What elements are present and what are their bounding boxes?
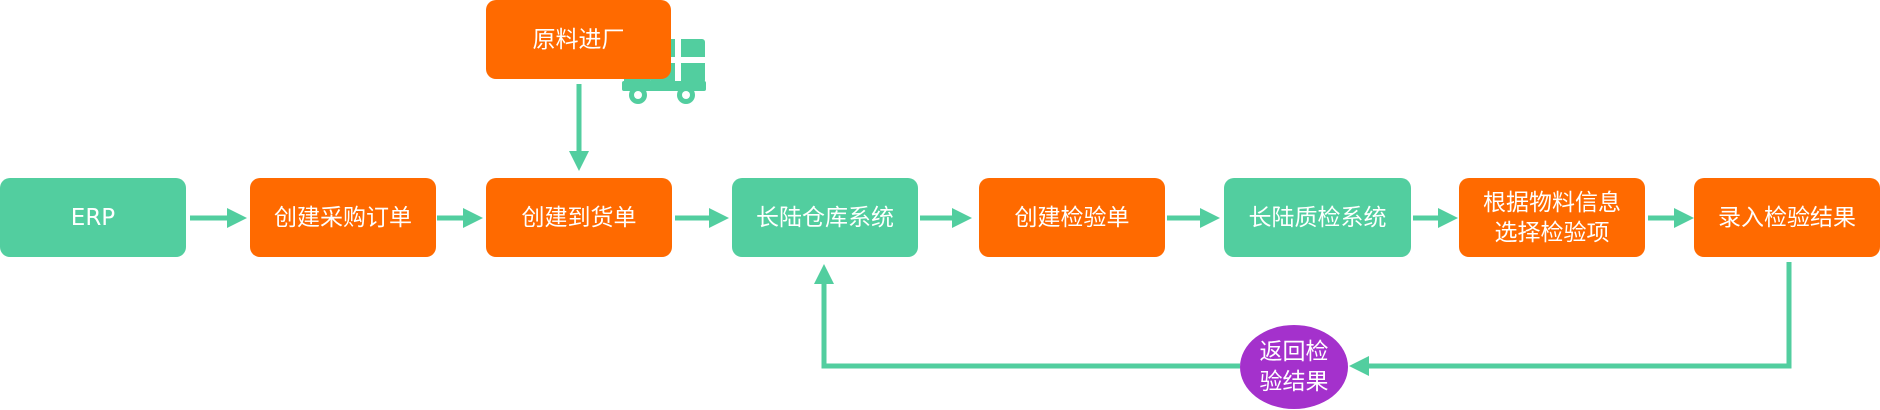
arrow-return-to-warehouse [814, 264, 1240, 369]
node-create-inspection: 创建检验单 [979, 178, 1165, 257]
node-return-results-label: 返回检 验结果 [1259, 339, 1329, 395]
node-select-items-label: 根据物料信息 选择检验项 [1483, 189, 1621, 246]
node-quality-system-label: 长陆质检系统 [1248, 204, 1387, 231]
node-create-po: 创建采购订单 [250, 178, 436, 257]
node-select-items: 根据物料信息 选择检验项 [1459, 178, 1645, 257]
node-erp-label: ERP [70, 204, 116, 231]
node-create-arrival: 创建到货单 [486, 178, 672, 257]
node-create-arrival-label: 创建到货单 [521, 204, 637, 231]
node-erp: ERP [0, 178, 186, 257]
node-raw-material-label: 原料进厂 [532, 26, 625, 53]
node-return-results: 返回检 验结果 [1240, 325, 1348, 409]
node-enter-results-label: 录入检验结果 [1718, 204, 1856, 231]
node-create-po-label: 创建采购订单 [274, 204, 412, 231]
node-enter-results: 录入检验结果 [1694, 178, 1880, 257]
node-warehouse-system: 长陆仓库系统 [732, 178, 918, 257]
node-warehouse-system-label: 长陆仓库系统 [756, 204, 894, 231]
node-quality-system: 长陆质检系统 [1224, 178, 1411, 257]
node-raw-material: 原料进厂 [486, 0, 671, 79]
arrow-enter-to-return [1349, 262, 1792, 376]
node-create-inspection-label: 创建检验单 [1014, 204, 1130, 231]
